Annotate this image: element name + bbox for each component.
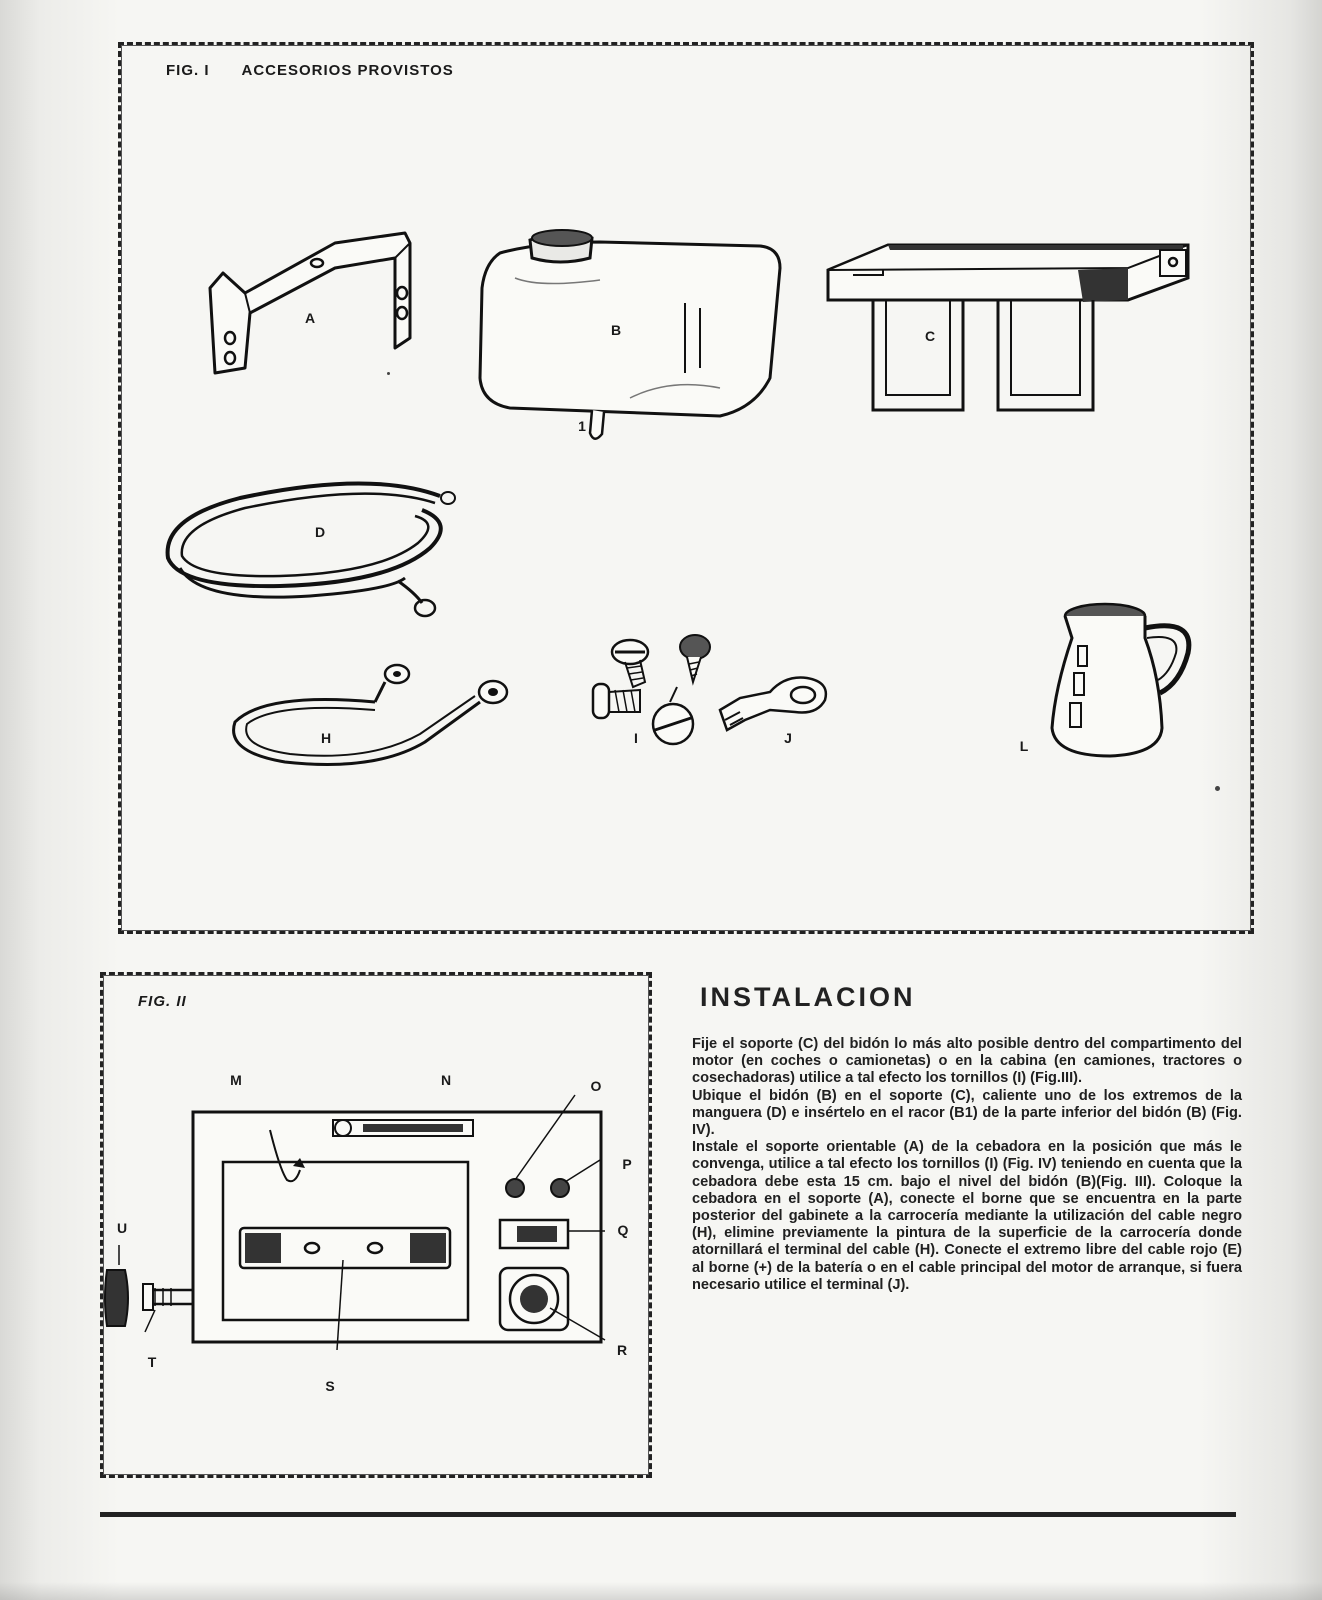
- ink-smudge: [1215, 786, 1220, 791]
- part-label-d: D: [314, 524, 326, 540]
- part-label-b1: 1: [578, 418, 586, 434]
- figure-1-label: FIG. I: [166, 62, 210, 79]
- callout-p: P: [622, 1156, 632, 1172]
- callout-r: R: [616, 1342, 628, 1358]
- instalacion-body: Fije el soporte (C) del bidón lo más alt…: [692, 1036, 1242, 1294]
- jug-l-illustration: [1050, 598, 1205, 763]
- terminal-j-illustration: [715, 670, 840, 740]
- screws-i-illustration: [585, 632, 735, 757]
- instalacion-title: INSTALACION: [700, 982, 916, 1012]
- part-label-l: L: [1019, 738, 1029, 754]
- figure-1-frame: [118, 42, 1254, 934]
- part-label-i: I: [634, 730, 638, 746]
- instalacion-paragraph-1: Fije el soporte (C) del bidón lo más alt…: [692, 1036, 1242, 1087]
- tank-b-illustration: [480, 228, 792, 450]
- part-label-j: J: [784, 730, 792, 746]
- callout-m: M: [230, 1072, 242, 1088]
- figure-2-frame: [100, 972, 652, 1478]
- figure-1-heading: FIG. I ACCESORIOS PROVISTOS: [166, 62, 454, 79]
- ink-smudge: [387, 372, 390, 375]
- bracket-a-illustration: [205, 228, 420, 378]
- figure-2-label: FIG. II: [138, 993, 187, 1010]
- hose-d-illustration: [160, 478, 465, 633]
- part-label-b: B: [610, 322, 622, 338]
- page-fold-shadow: [0, 1582, 1322, 1600]
- callout-t: T: [147, 1354, 157, 1370]
- callout-s: S: [325, 1378, 335, 1394]
- part-label-h: H: [320, 730, 332, 746]
- callout-n: N: [440, 1072, 452, 1088]
- support-c-illustration: [828, 240, 1208, 425]
- callout-q: Q: [617, 1222, 629, 1238]
- cable-h-illustration: [225, 662, 515, 777]
- instalacion-paragraph-3: Instale el soporte orientable (A) de la …: [692, 1139, 1242, 1293]
- figure-1-title: ACCESORIOS PROVISTOS: [241, 62, 454, 79]
- callout-o: O: [590, 1078, 602, 1094]
- bottom-rule: [100, 1512, 1236, 1517]
- callout-u: U: [116, 1220, 128, 1236]
- primer-unit-diagram: [105, 1100, 625, 1380]
- part-label-c: C: [924, 328, 936, 344]
- part-label-a: A: [304, 310, 316, 326]
- instalacion-paragraph-2: Ubique el bidón (B) en el soporte (C), c…: [692, 1087, 1242, 1139]
